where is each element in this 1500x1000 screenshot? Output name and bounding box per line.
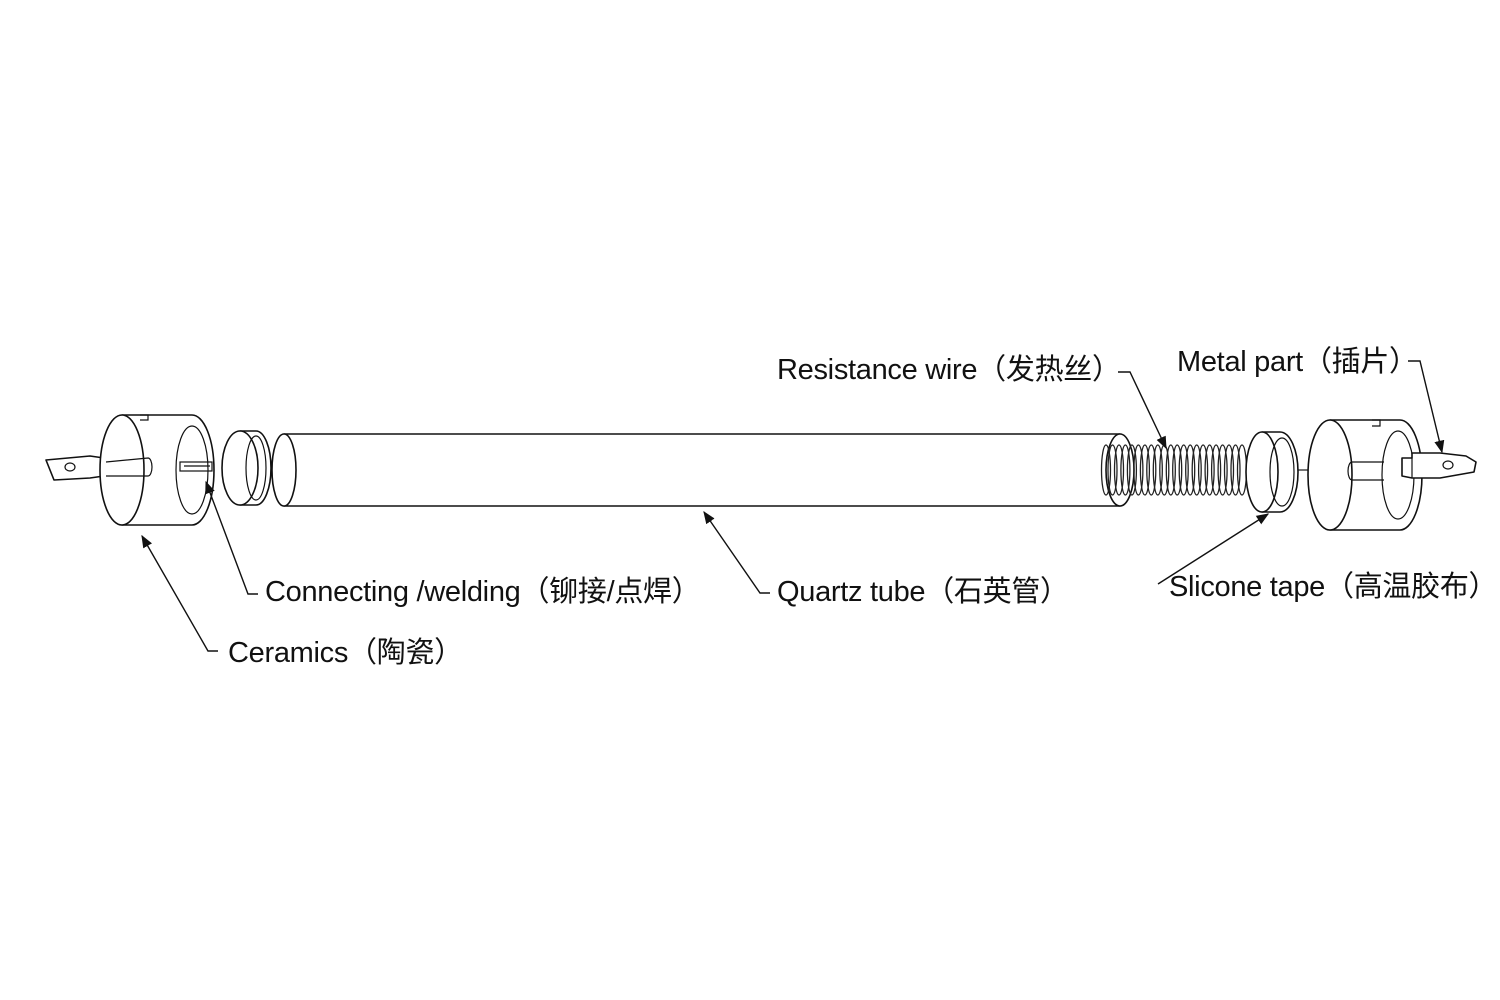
label-quartz-tube: Quartz tube（石英管） [777, 576, 1069, 608]
coil-turn [1230, 444, 1241, 496]
coil-turn [1204, 444, 1215, 496]
coil-turn [1191, 444, 1202, 496]
right-silicone-tape [1245, 431, 1299, 513]
label-resistance-wire: Resistance wire（发热丝） [777, 354, 1121, 386]
coil-turn [1185, 444, 1196, 496]
coil-turn [1133, 444, 1144, 496]
left-silicone-tape [221, 430, 272, 506]
label-connecting-welding: Connecting /welding（铆接/点焊） [265, 576, 701, 608]
coil-turn [1223, 444, 1235, 496]
label-silicone-tape: Slicone tape（高温胶布） [1169, 571, 1498, 603]
coil-turn [1236, 444, 1248, 496]
leader-lines [141, 360, 1445, 652]
right-ceramic-cap [1307, 419, 1423, 531]
coil-turn [1120, 444, 1131, 496]
coil-turn [1139, 444, 1151, 496]
coil-turn [1113, 444, 1125, 496]
label-metal-part: Metal part（插片） [1177, 346, 1418, 378]
coil-turn [1107, 444, 1118, 496]
coil-turn [1197, 444, 1209, 496]
left-connecting-rod [179, 461, 213, 472]
quartz-tube [271, 433, 1135, 507]
coil-turn [1178, 444, 1189, 496]
coil-turn [1172, 444, 1183, 496]
coil-turn [1165, 444, 1176, 496]
right-metal-terminal [1401, 452, 1477, 479]
coil-turn [1210, 444, 1222, 496]
coil-turn [1146, 444, 1157, 496]
coil-turn [1100, 444, 1112, 496]
left-ceramic-cap [99, 414, 215, 526]
label-ceramics: Ceramics（陶瓷） [228, 637, 463, 669]
coil-turn [1126, 444, 1138, 496]
left-metal-terminal [45, 455, 105, 481]
coil-turn [1217, 444, 1228, 496]
